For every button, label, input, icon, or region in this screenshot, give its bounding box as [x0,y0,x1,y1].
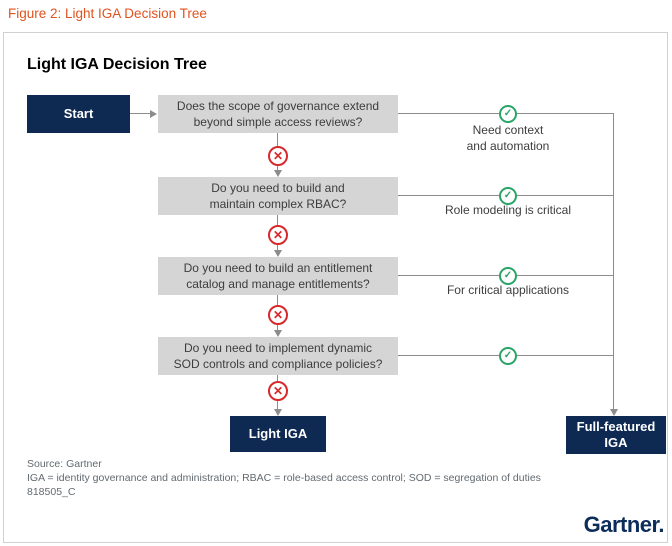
x-glyph: ✕ [272,149,284,163]
flow-line-yes-rail [613,113,614,409]
abbreviations-line: IGA = identity governance and administra… [27,472,541,484]
x-glyph: ✕ [272,228,284,242]
diagram-title: Light IGA Decision Tree [27,56,207,73]
x-glyph: ✕ [272,384,284,398]
source-line: Source: Gartner [27,458,102,470]
no-x-icon: ✕ [268,225,288,245]
no-x-icon: ✕ [268,146,288,166]
figure-caption: Figure 2: Light IGA Decision Tree [8,6,207,21]
flow-line-start [130,113,150,114]
x-glyph: ✕ [272,308,284,322]
yes-check-icon: ✓ [499,267,517,285]
yes-label-1: Need context and automation [466,123,550,153]
check-glyph: ✓ [503,108,513,119]
yes-check-icon: ✓ [499,187,517,205]
arrow-down-icon [610,409,618,416]
check-glyph: ✓ [503,270,513,281]
full-featured-iga-node: Full-featured IGA [566,416,666,454]
question-box-4: Do you need to implement dynamic SOD con… [158,337,398,375]
arrow-down-icon [274,250,282,257]
yes-label-3: For critical applications [446,283,570,297]
no-x-icon: ✕ [268,305,288,325]
figure-border-box [3,32,668,543]
arrow-right-icon [150,110,157,118]
yes-check-icon: ✓ [499,105,517,123]
arrow-down-icon [274,170,282,177]
light-iga-node: Light IGA [230,416,326,452]
check-glyph: ✓ [503,190,513,201]
gartner-logo: Gartner. [583,512,665,537]
question-box-2: Do you need to build and maintain comple… [158,177,398,215]
question-box-1: Does the scope of governance extend beyo… [158,95,398,133]
question-box-3: Do you need to build an entitlement cata… [158,257,398,295]
no-x-icon: ✕ [268,381,288,401]
yes-check-icon: ✓ [499,347,517,365]
figure-id: 818505_C [27,486,76,498]
yes-label-2: Role modeling is critical [444,203,572,217]
check-glyph: ✓ [503,350,513,361]
arrow-down-icon [274,330,282,337]
arrow-down-icon [274,409,282,416]
start-node: Start [27,95,130,133]
